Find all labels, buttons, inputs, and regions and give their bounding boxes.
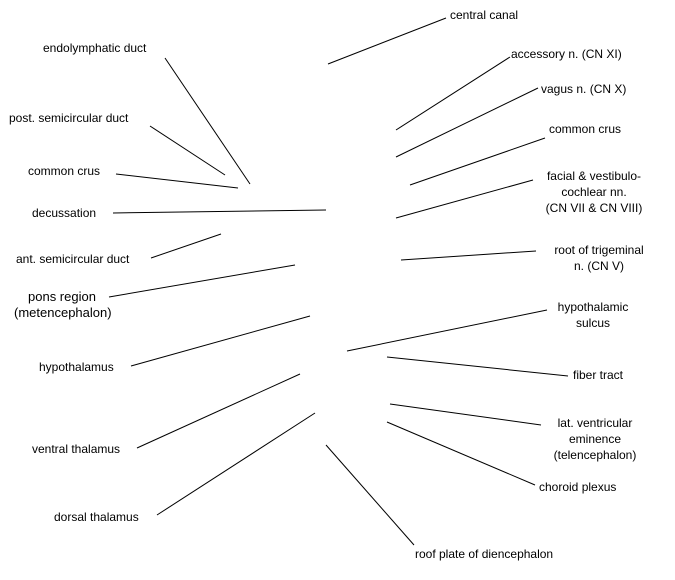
leader-line-fiber-tract (386, 356, 569, 377)
label-common-crus-right: common crus (549, 122, 622, 136)
label-pons-region-line-1: pons region (28, 289, 96, 304)
leader-line-dorsal-thalamus (156, 412, 316, 516)
leader-line-common-crus-right (409, 137, 546, 186)
label-fiber-tract: fiber tract (573, 368, 624, 382)
leader-line-root-trigeminal (400, 250, 537, 261)
label-endolymphatic-duct: endolymphatic duct (43, 41, 147, 55)
leader-line-post-semicircular-duct (149, 125, 226, 176)
label-central-canal: central canal (450, 8, 519, 22)
leader-line-vagus-n (395, 87, 539, 158)
leader-line-decussation (112, 209, 327, 214)
label-root-trigeminal-line-1: root of trigeminal (554, 243, 644, 257)
label-hypothalamic-sulcus: hypothalamic sulcus (543, 299, 643, 331)
leader-line-roof-plate (325, 444, 415, 546)
leader-line-central-canal (327, 17, 447, 65)
label-roof-plate: roof plate of diencephalon (415, 547, 554, 561)
label-hypothalamic-sulcus-line-2: sulcus (575, 316, 610, 330)
label-facial-vestibulocochlear-line-1: facial & vestibulo- (546, 169, 642, 183)
leader-line-endolymphatic-duct (164, 57, 251, 185)
label-root-trigeminal: root of trigeminal n. (CN V) (536, 242, 662, 274)
label-hypothalamus: hypothalamus (39, 360, 114, 374)
label-lat-ventricular-eminence-line-3: (telencephalon) (553, 448, 637, 462)
label-facial-vestibulocochlear-line-3: (CN VII & CN VIII) (545, 201, 643, 215)
label-post-semicircular-duct: post. semicircular duct (9, 111, 129, 125)
leader-line-ventral-thalamus (136, 373, 301, 449)
leader-line-hypothalamus (130, 315, 311, 367)
label-common-crus-left: common crus (28, 164, 101, 178)
leader-line-hypothalamic-sulcus (346, 309, 548, 352)
label-facial-vestibulocochlear-line-2: cochlear nn. (561, 185, 627, 199)
label-lat-ventricular-eminence-line-1: lat. ventricular (557, 416, 633, 430)
label-lat-ventricular-eminence: lat. ventricular eminence (telencephalon… (538, 415, 652, 463)
label-decussation: decussation (32, 206, 97, 220)
label-pons-region-line-2: (metencephalon) (14, 305, 112, 320)
label-lat-ventricular-eminence-line-2: eminence (568, 432, 622, 446)
label-ant-semicircular-duct: ant. semicircular duct (16, 252, 130, 266)
label-choroid-plexus: choroid plexus (539, 480, 617, 494)
label-accessory-n: accessory n. (CN XI) (511, 47, 622, 61)
label-dorsal-thalamus: dorsal thalamus (54, 510, 139, 524)
leader-line-pons-region (108, 264, 296, 298)
leader-line-lat-ventricular-eminence (389, 403, 542, 426)
label-hypothalamic-sulcus-line-1: hypothalamic (557, 300, 629, 314)
label-vagus-n: vagus n. (CN X) (541, 82, 627, 96)
label-root-trigeminal-line-2: n. (CN V) (573, 259, 624, 273)
leader-line-ant-semicircular-duct (150, 233, 222, 259)
leader-line-accessory-n (395, 56, 511, 131)
leader-line-choroid-plexus (386, 421, 536, 486)
label-ventral-thalamus: ventral thalamus (32, 442, 121, 456)
label-pons-region: pons region (metencephalon) (14, 289, 112, 321)
leader-line-common-crus-left (115, 173, 239, 189)
leader-line-facial-vestibulocochlear (395, 179, 534, 219)
label-facial-vestibulocochlear: facial & vestibulo- cochlear nn. (CN VII… (526, 168, 662, 216)
